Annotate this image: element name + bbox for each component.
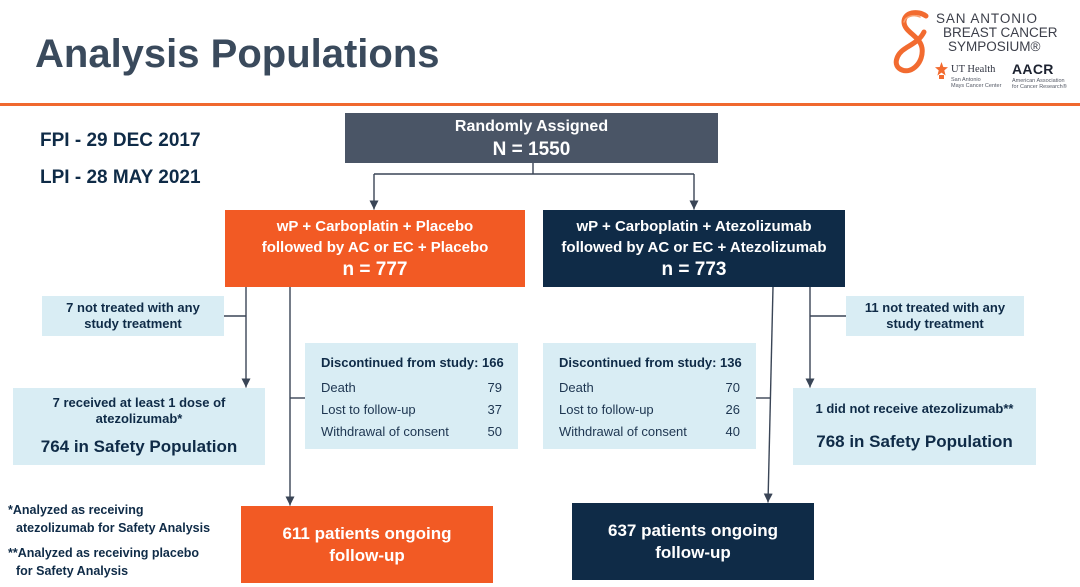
discontinued-count: 40 bbox=[725, 424, 740, 439]
placebo-ongoing-box: 611 patients ongoing follow-up bbox=[241, 506, 493, 583]
atezolizumab-discontinued-box: Discontinued from study: 136 Death 70 Lo… bbox=[543, 343, 756, 449]
atezolizumab-ongoing-line-1: 637 patients ongoing bbox=[607, 520, 779, 540]
footnote-2-line-2: for Safety Analysis bbox=[16, 563, 129, 578]
placebo-not-treated-line-2: study treatment bbox=[84, 316, 182, 331]
atezolizumab-discontinued-row: Death 70 bbox=[559, 377, 740, 399]
aacr-sub-2: for Cancer Research® bbox=[1012, 84, 1067, 90]
ut-health-sub-1: San Antonio bbox=[951, 77, 981, 83]
fpi-date: FPI - 29 DEC 2017 bbox=[40, 130, 201, 151]
logo-line-1: SAN ANTONIO bbox=[936, 11, 1038, 26]
atezolizumab-safety-box: 1 did not receive atezolizumab** 768 in … bbox=[793, 388, 1036, 465]
ut-health-sub-2: Mays Cancer Center bbox=[951, 83, 1002, 89]
discontinued-reason: Lost to follow-up bbox=[559, 402, 654, 417]
placebo-arm-box: wP + Carboplatin + Placebo followed by A… bbox=[225, 210, 525, 287]
placebo-not-treated-box: 7 not treated with any study treatment bbox=[42, 296, 224, 336]
placebo-not-treated-line-1: 7 not treated with any bbox=[66, 300, 200, 315]
discontinued-reason: Death bbox=[321, 380, 356, 395]
placebo-arm-line-1: wP + Carboplatin + Placebo bbox=[276, 218, 474, 235]
logo-line-3: SYMPOSIUM® bbox=[948, 39, 1041, 54]
discontinued-count: 50 bbox=[487, 424, 502, 439]
title-divider bbox=[0, 103, 1080, 106]
discontinued-reason: Lost to follow-up bbox=[321, 402, 416, 417]
footnote-1-line-1: *Analyzed as receiving bbox=[8, 503, 144, 517]
placebo-arm-n: n = 777 bbox=[342, 259, 408, 280]
randomized-label: Randomly Assigned bbox=[454, 117, 609, 135]
atezolizumab-arm-n: n = 773 bbox=[661, 259, 727, 280]
placebo-safety-line-1: 7 received at least 1 dose of bbox=[52, 395, 226, 410]
atezolizumab-arm-box: wP + Carboplatin + Atezolizumab followed… bbox=[543, 210, 845, 287]
randomized-box: Randomly Assigned N = 1550 bbox=[345, 113, 718, 163]
placebo-ongoing-line-1: 611 patients ongoing bbox=[282, 523, 452, 543]
atezolizumab-not-treated-line-2: study treatment bbox=[886, 316, 984, 331]
arrow-atezolizumab-ongoing bbox=[763, 286, 774, 503]
atezolizumab-discontinued-row: Withdrawal of consent 40 bbox=[559, 421, 740, 443]
atezolizumab-arm-line-1: wP + Carboplatin + Atezolizumab bbox=[576, 218, 812, 235]
atezolizumab-discontinued-row: Lost to follow-up 26 bbox=[559, 399, 740, 421]
atezolizumab-ongoing-box: 637 patients ongoing follow-up bbox=[572, 503, 814, 580]
discontinued-count: 37 bbox=[487, 402, 502, 417]
placebo-discontinued-row: Withdrawal of consent 50 bbox=[321, 421, 502, 443]
placebo-safety-line-2: atezolizumab* bbox=[95, 411, 183, 426]
atezolizumab-safety-population: 768 in Safety Population bbox=[816, 431, 1013, 451]
aacr-name: AACR bbox=[1012, 61, 1054, 77]
discontinued-count: 70 bbox=[725, 380, 740, 395]
atezolizumab-discontinued-header: Discontinued from study: 136 bbox=[559, 355, 742, 370]
sabcs-logo: SAN ANTONIO BREAST CANCER SYMPOSIUM® UT … bbox=[888, 6, 1068, 98]
ribbon-icon bbox=[893, 10, 929, 74]
discontinued-count: 79 bbox=[487, 380, 502, 395]
placebo-discontinued-row: Lost to follow-up 37 bbox=[321, 399, 502, 421]
discontinued-reason: Withdrawal of consent bbox=[321, 424, 449, 439]
placebo-ongoing-line-2: follow-up bbox=[329, 545, 405, 565]
footnote-2-line-1: **Analyzed as receiving placebo bbox=[8, 546, 200, 560]
placebo-discontinued-header: Discontinued from study: 166 bbox=[321, 355, 504, 370]
ut-health-icon bbox=[935, 62, 948, 79]
atezolizumab-not-treated-box: 11 not treated with any study treatment bbox=[846, 296, 1024, 336]
ut-health-name: UT Health bbox=[951, 64, 996, 75]
atezolizumab-arm-line-2: followed by AC or EC + Atezolizumab bbox=[561, 239, 827, 256]
placebo-discontinued-row: Death 79 bbox=[321, 377, 502, 399]
discontinued-count: 26 bbox=[725, 402, 740, 417]
footnote-1: *Analyzed as receiving atezolizumab for … bbox=[8, 502, 210, 537]
placebo-safety-box: 7 received at least 1 dose of atezolizum… bbox=[13, 388, 265, 465]
discontinued-reason: Death bbox=[559, 380, 594, 395]
slide-title: Analysis Populations bbox=[35, 32, 440, 76]
placebo-discontinued-box: Discontinued from study: 166 Death 79 Lo… bbox=[305, 343, 518, 449]
atezolizumab-safety-line-1: 1 did not receive atezolizumab** bbox=[815, 400, 1014, 416]
aacr-sub-1: American Association bbox=[1012, 78, 1065, 84]
placebo-arm-line-2: followed by AC or EC + Placebo bbox=[261, 239, 489, 256]
discontinued-reason: Withdrawal of consent bbox=[559, 424, 687, 439]
atezolizumab-ongoing-line-2: follow-up bbox=[655, 542, 731, 562]
footnote-2: **Analyzed as receiving placebo for Safe… bbox=[8, 545, 199, 580]
atezolizumab-not-treated-line-1: 11 not treated with any bbox=[864, 300, 1006, 315]
lpi-date: LPI - 28 MAY 2021 bbox=[40, 167, 201, 188]
randomized-n: N = 1550 bbox=[492, 138, 571, 160]
footnote-1-line-2: atezolizumab for Safety Analysis bbox=[16, 520, 211, 535]
logo-line-2: BREAST CANCER bbox=[943, 25, 1058, 40]
placebo-safety-population: 764 in Safety Population bbox=[40, 437, 238, 456]
